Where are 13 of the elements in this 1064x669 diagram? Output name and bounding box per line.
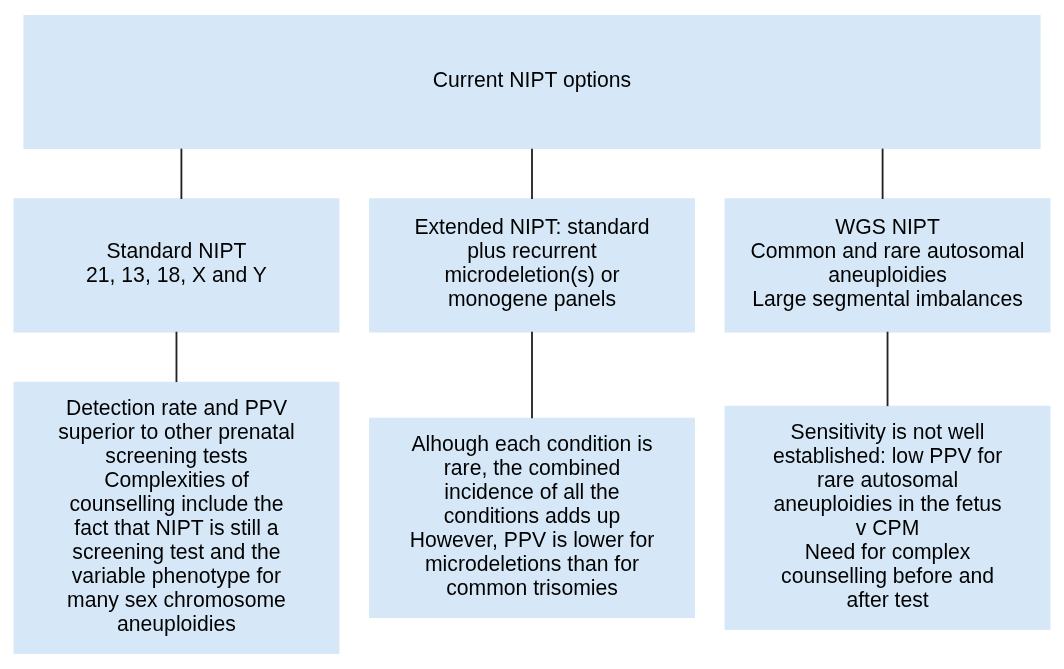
node-box: Detection rate and PPV superior to other prenatal screening tests Complexities of counselling include the fact that NIPT is still a screening test and the variable phenotype for many sex chromosome aneuploidies: [13, 381, 340, 655]
connector: [881, 147, 884, 200]
node-box: Current NIPT options: [23, 14, 1041, 149]
connector: [531, 147, 533, 200]
node-box: Standard NIPT 21, 13, 18, X and Y: [13, 198, 340, 333]
connector: [886, 330, 889, 408]
node-box: WGS NIPT Common and rare autosomal aneuploidies Large segmental imbalances: [724, 198, 1051, 333]
node-box: Alhough each condition is rare, the combined incidence of all the conditions adds up However, PPV is lower for microdeletions than for common trisomies: [369, 417, 695, 619]
connector: [531, 330, 533, 420]
node-box: Sensitivity is not well established: low PPV for rare autosomal aneuploidies in the fetus v CPM Need for complex counselling before and after test: [724, 405, 1051, 631]
node-box: Extended NIPT: standard plus recurrent microdeletion(s) or monogene panels: [369, 198, 695, 333]
connector: [175, 330, 178, 383]
connector: [180, 147, 183, 200]
